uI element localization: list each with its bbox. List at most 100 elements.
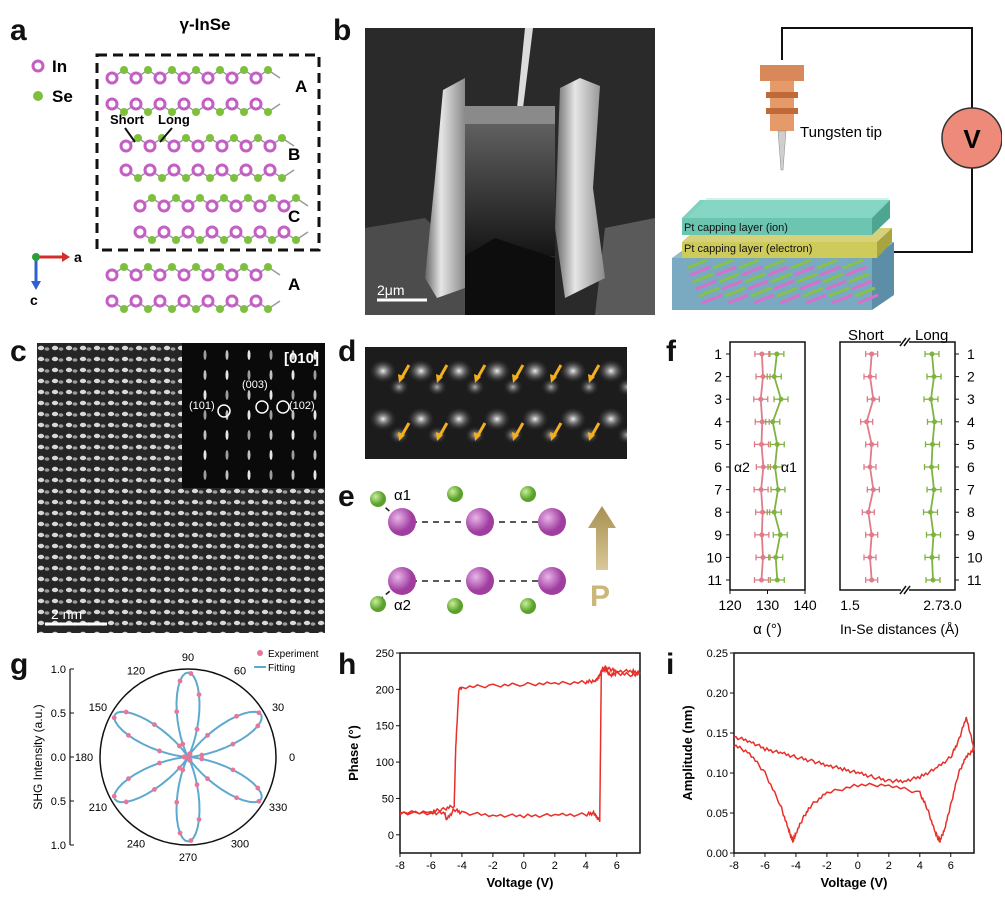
measurement-schematic: V Tungsten tip Pt capping layer (ion) Pt…: [672, 27, 1002, 310]
unit-cell-box: [95, 53, 321, 252]
lattice-stripe: [701, 293, 723, 305]
in-atom: [466, 508, 494, 536]
in-atom: [133, 199, 147, 213]
haadf-image: [010] (101) (003) (102) 2 nm: [37, 343, 325, 633]
x-tick-label: -8: [729, 860, 739, 872]
in-atom: [157, 225, 171, 239]
fft-spot: [313, 370, 317, 380]
fft-spot: [247, 390, 251, 400]
experiment-legend-label: Experiment: [268, 649, 319, 660]
lattice-stripe: [828, 286, 850, 298]
experiment-point: [181, 754, 187, 760]
lattice-stripe: [764, 258, 786, 270]
in-atom: [191, 163, 205, 177]
in-atom: [225, 71, 239, 85]
atom-column: [617, 426, 627, 444]
lattice-stripe: [799, 279, 821, 291]
dipole-schematic: α1 α2 P: [370, 486, 616, 614]
short-point: [870, 487, 876, 493]
experiment-point: [152, 787, 157, 792]
lattice-stripe: [747, 279, 769, 291]
lattice-stripe: [741, 265, 763, 277]
experiment-point: [234, 795, 239, 801]
row-index-label: 5: [714, 436, 722, 452]
short-point: [869, 532, 875, 538]
se-atom: [268, 194, 276, 202]
lattice-stripe: [718, 272, 740, 284]
se-atom: [144, 263, 152, 271]
in-atom: [388, 508, 416, 536]
atom-column: [617, 378, 627, 396]
fitting-legend-label: Fitting: [268, 663, 295, 674]
se-atom: [192, 66, 200, 74]
alpha1-label: α1: [394, 487, 411, 504]
polar-arrow-head: [588, 374, 595, 383]
row-index-label: 3: [714, 391, 722, 407]
in-atom: [105, 294, 119, 308]
experiment-point: [230, 767, 236, 773]
fft-spot: [203, 450, 207, 460]
electron-layer: [682, 242, 877, 258]
short-point: [867, 374, 873, 380]
in-atom: [119, 163, 133, 177]
lattice-stripe: [698, 286, 720, 298]
experiment-point: [126, 732, 131, 738]
fft-spot: [291, 430, 295, 440]
radial-tick-label: 1.0: [51, 664, 66, 676]
layer-label-a1: A: [295, 77, 307, 96]
fft-spot: [225, 430, 229, 440]
in-legend-label: In: [52, 57, 67, 76]
lattice-stripes: [686, 258, 879, 305]
se-atom: [196, 194, 204, 202]
angle-tick-label: 210: [89, 802, 107, 814]
atom-column: [579, 378, 599, 396]
in-atom: [177, 71, 191, 85]
se-atom: [182, 134, 190, 142]
x-tick-label: 140: [793, 597, 817, 613]
x-tick-label: 2: [886, 860, 892, 872]
x-tick-label: 1.5: [840, 597, 860, 613]
in-atom: [191, 139, 205, 153]
lattice-stripe: [686, 258, 708, 270]
lattice-stripe: [816, 258, 838, 270]
x-tick-label: 4: [917, 860, 923, 872]
spot-102-marker: [276, 400, 290, 414]
y-tick-label: 250: [376, 648, 394, 660]
row-index-label: 2: [714, 369, 722, 385]
fft-spots: [203, 350, 317, 480]
y-tick-label: 50: [382, 793, 394, 805]
a-axis-arrowhead: [62, 252, 70, 262]
spot-101-marker: [217, 404, 231, 418]
fft-spot: [313, 410, 317, 420]
lattice-stripe: [750, 286, 772, 298]
sem-image: 2μm: [365, 28, 655, 315]
experiment-point: [111, 715, 117, 721]
sem-scale-label: 2μm: [377, 282, 405, 298]
lattice-stripe: [744, 272, 766, 284]
polar-arrow-head: [398, 374, 405, 383]
alpha2-point: [760, 509, 766, 515]
x-tick-label: 4: [583, 860, 589, 872]
in-atom: [239, 139, 253, 153]
se-atom: [216, 305, 224, 313]
se-atom: [148, 194, 156, 202]
tip-holder-body: [770, 81, 794, 131]
se-atom: [520, 486, 536, 502]
x-tick-label: 6: [614, 860, 620, 872]
atom-columns: [369, 359, 627, 444]
angle-tick-label: 120: [127, 665, 145, 677]
experiment-legend-marker: [257, 650, 263, 656]
axis-break-mark: [903, 337, 911, 347]
experiment-point: [180, 767, 186, 773]
se-atom: [220, 236, 228, 244]
lattice-stripe: [848, 272, 870, 284]
panel-label-f: f: [666, 335, 676, 368]
tip-holder: [760, 65, 804, 81]
in-atom: [177, 268, 191, 282]
se-atom: [220, 194, 228, 202]
axis-origin: [32, 253, 40, 261]
